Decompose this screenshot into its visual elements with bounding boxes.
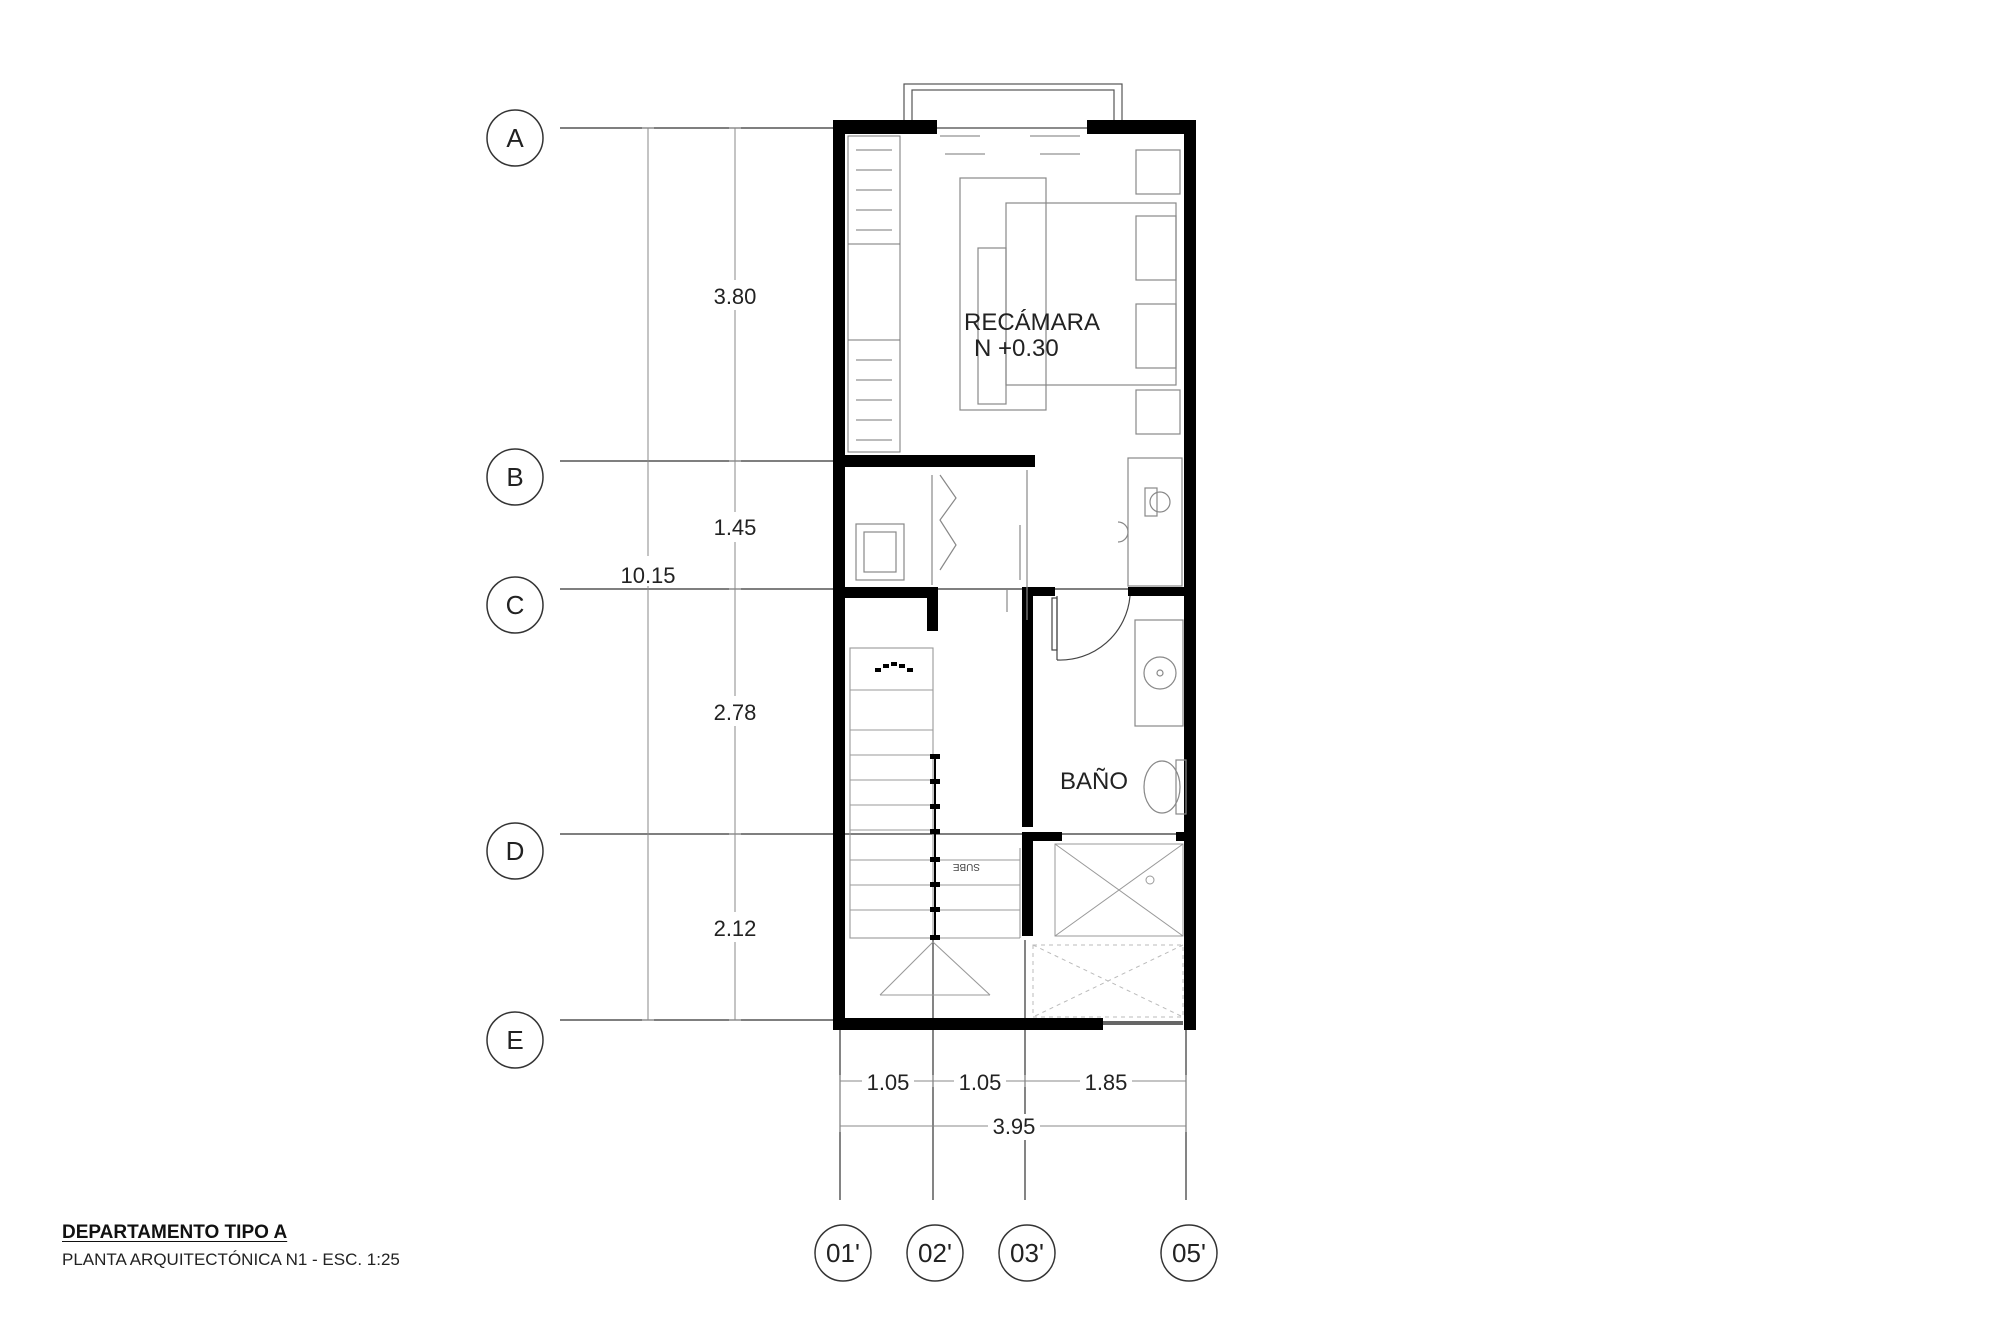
stair-handrail [930, 754, 940, 940]
shower [1054, 843, 1184, 937]
stairs-label: SUBE [952, 861, 980, 872]
vertical-dimension-texts: 10.15 3.80 1.45 2.78 2.12 [614, 280, 770, 942]
bedroom-level: N +0.30 [974, 335, 1059, 362]
dim-segment-03-05: 1.85 [1085, 1070, 1128, 1095]
dim-segment-d-e: 2.12 [714, 916, 757, 941]
column-axis-02-label: 02' [918, 1238, 952, 1268]
row-axis-a: A [486, 109, 544, 167]
dim-segment-b-c: 1.45 [714, 515, 757, 540]
row-axis-e: E [486, 1011, 544, 1069]
row-axis-a-label: A [506, 123, 524, 153]
row-axis-b-label: B [506, 462, 523, 492]
column-axis-05: 05' [1160, 1224, 1218, 1282]
bedroom-wardrobe [847, 135, 901, 453]
bed [959, 149, 1181, 435]
column-axis-01-label: 01' [826, 1238, 860, 1268]
row-axis-e-label: E [506, 1025, 523, 1055]
row-axis-c: C [486, 576, 544, 634]
row-axis-c-label: C [506, 590, 525, 620]
column-axis-03-label: 03' [1010, 1238, 1044, 1268]
exterior-walls [833, 120, 1196, 1030]
dim-segment-01-02: 1.05 [867, 1070, 910, 1095]
dim-total-horizontal: 3.95 [993, 1114, 1036, 1139]
row-axis-bubbles: A B C D E [486, 109, 544, 1069]
room-labels: RECÁMARA N +0.30 BAÑO SUBE [952, 309, 1128, 872]
closet-area [855, 470, 1028, 620]
column-axis-05-label: 05' [1172, 1238, 1206, 1268]
bedroom-name: RECÁMARA [964, 309, 1100, 336]
stair-arc [875, 662, 913, 672]
row-axis-b: B [486, 448, 544, 506]
row-axis-d: D [486, 822, 544, 880]
column-axis-03: 03' [998, 1224, 1056, 1282]
bathroom-door [1051, 595, 1131, 661]
drawing-title: DEPARTAMENTO TIPO A [62, 1222, 288, 1243]
dim-segment-a-b: 3.80 [714, 284, 757, 309]
horizontal-dimension-texts: 1.05 1.05 1.85 3.95 [862, 1070, 1132, 1140]
sliding-window-marks [940, 135, 1080, 155]
column-axis-bubbles: 01' 02' 03' 05' [814, 1224, 1218, 1282]
dim-total-vertical: 10.15 [620, 563, 675, 588]
dim-segment-02-03: 1.05 [959, 1070, 1002, 1095]
column-axis-01: 01' [814, 1224, 872, 1282]
desk [1117, 457, 1183, 587]
bathroom-name: BAÑO [1060, 768, 1128, 795]
interior-walls [845, 455, 1188, 936]
dim-segment-c-d: 2.78 [714, 700, 757, 725]
window-bay [903, 83, 1123, 129]
row-axis-d-label: D [506, 836, 525, 866]
column-axis-02: 02' [906, 1224, 964, 1282]
drawing-subtitle: PLANTA ARQUITECTÓNICA N1 - ESC. 1:25 [62, 1250, 400, 1269]
title-block: DEPARTAMENTO TIPO A PLANTA ARQUITECTÓNIC… [62, 1222, 400, 1270]
patio [1032, 944, 1184, 1018]
bathroom-fixtures [1134, 619, 1187, 815]
